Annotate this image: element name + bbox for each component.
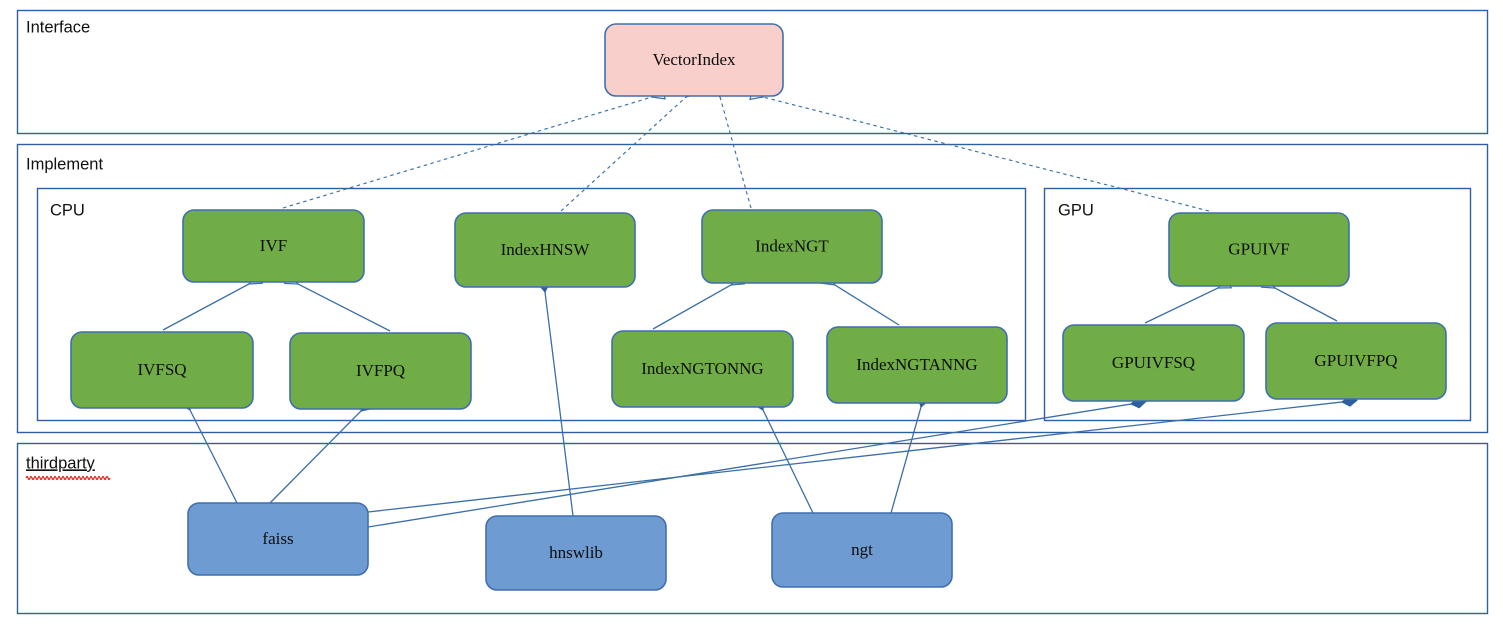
node-indexngtonng[interactable]: IndexNGTONNG [611, 330, 794, 408]
node-box-indexhnsw[interactable] [454, 212, 636, 288]
edge-line [367, 400, 1146, 528]
group-label-implement: Implement [26, 155, 103, 173]
edge-line [716, 85, 752, 209]
node-ngt[interactable]: ngt [771, 512, 953, 588]
node-box-indexngtonng[interactable] [611, 330, 794, 408]
node-box-indexngt[interactable] [701, 209, 883, 284]
node-label-indexhnsw: IndexHNSW [501, 240, 591, 259]
node-label-hnswlib: hnswlib [549, 543, 603, 562]
edge-line [1264, 281, 1338, 322]
node-box-hnswlib[interactable] [485, 515, 667, 591]
node-box-vectorindex[interactable] [604, 23, 784, 97]
node-gpuivfsq[interactable]: GPUIVFSQ [1062, 324, 1245, 402]
node-indexngtanng[interactable]: IndexNGTANNG [826, 326, 1008, 404]
node-box-gpuivf[interactable] [1168, 212, 1350, 287]
edge-line [367, 399, 1357, 513]
node-label-faiss: faiss [262, 529, 293, 548]
node-label-ivf: IVF [260, 236, 287, 255]
node-ivfsq[interactable]: IVFSQ [70, 331, 254, 409]
node-label-gpuivfpq: GPUIVFPQ [1314, 351, 1397, 370]
node-faiss[interactable]: faiss [187, 502, 369, 576]
node-box-gpuivfsq[interactable] [1062, 324, 1245, 402]
edge-line [824, 278, 900, 326]
node-ivfpq[interactable]: IVFPQ [289, 332, 472, 410]
node-box-ivf[interactable] [182, 209, 365, 283]
node-label-ivfsq: IVFSQ [137, 360, 186, 379]
node-indexngt[interactable]: IndexNGT [701, 209, 883, 284]
edge-line [287, 277, 391, 332]
edge-line [755, 396, 814, 514]
node-label-ivfpq: IVFPQ [356, 361, 405, 380]
node-box-indexngtanng[interactable] [826, 326, 1008, 404]
edge-line [162, 277, 260, 331]
node-label-gpuivfsq: GPUIVFSQ [1112, 353, 1195, 372]
edge-line [282, 92, 664, 209]
group-label-cpu: CPU [50, 201, 85, 219]
node-hnswlib[interactable]: hnswlib [485, 515, 667, 591]
node-label-indexngtonng: IndexNGTONNG [641, 359, 763, 378]
edge-line [751, 93, 1210, 212]
edge-line [182, 396, 238, 504]
edge-line [269, 399, 373, 504]
node-box-faiss[interactable] [187, 502, 369, 576]
node-label-vectorindex: VectorIndex [652, 50, 736, 69]
edge-line [652, 278, 742, 330]
node-ivf[interactable]: IVF [182, 209, 365, 283]
spellcheck-underline-thirdparty [25, 475, 111, 481]
node-box-ivfsq[interactable] [70, 331, 254, 409]
node-box-gpuivfpq[interactable] [1265, 322, 1447, 400]
node-box-ngt[interactable] [771, 512, 953, 588]
node-label-indexngtanng: IndexNGTANNG [856, 355, 977, 374]
group-label-thirdparty: thirdparty [26, 454, 96, 472]
node-box-ivfpq[interactable] [289, 332, 472, 410]
node-label-gpuivf: GPUIVF [1228, 239, 1289, 258]
edge-line [542, 277, 574, 517]
node-gpuivf[interactable]: GPUIVF [1168, 212, 1350, 287]
node-vectorindex[interactable]: VectorIndex [604, 23, 784, 97]
edge-line [1144, 282, 1230, 324]
node-indexhnsw[interactable]: IndexHNSW [454, 212, 636, 288]
node-gpuivfpq[interactable]: GPUIVFPQ [1265, 322, 1447, 400]
node-label-ngt: ngt [851, 540, 873, 559]
edge-line [560, 88, 696, 212]
edge-line [890, 392, 926, 514]
node-label-indexngt: IndexNGT [755, 236, 829, 255]
group-label-gpu: GPU [1058, 201, 1094, 219]
group-label-interface: Interface [26, 18, 90, 36]
